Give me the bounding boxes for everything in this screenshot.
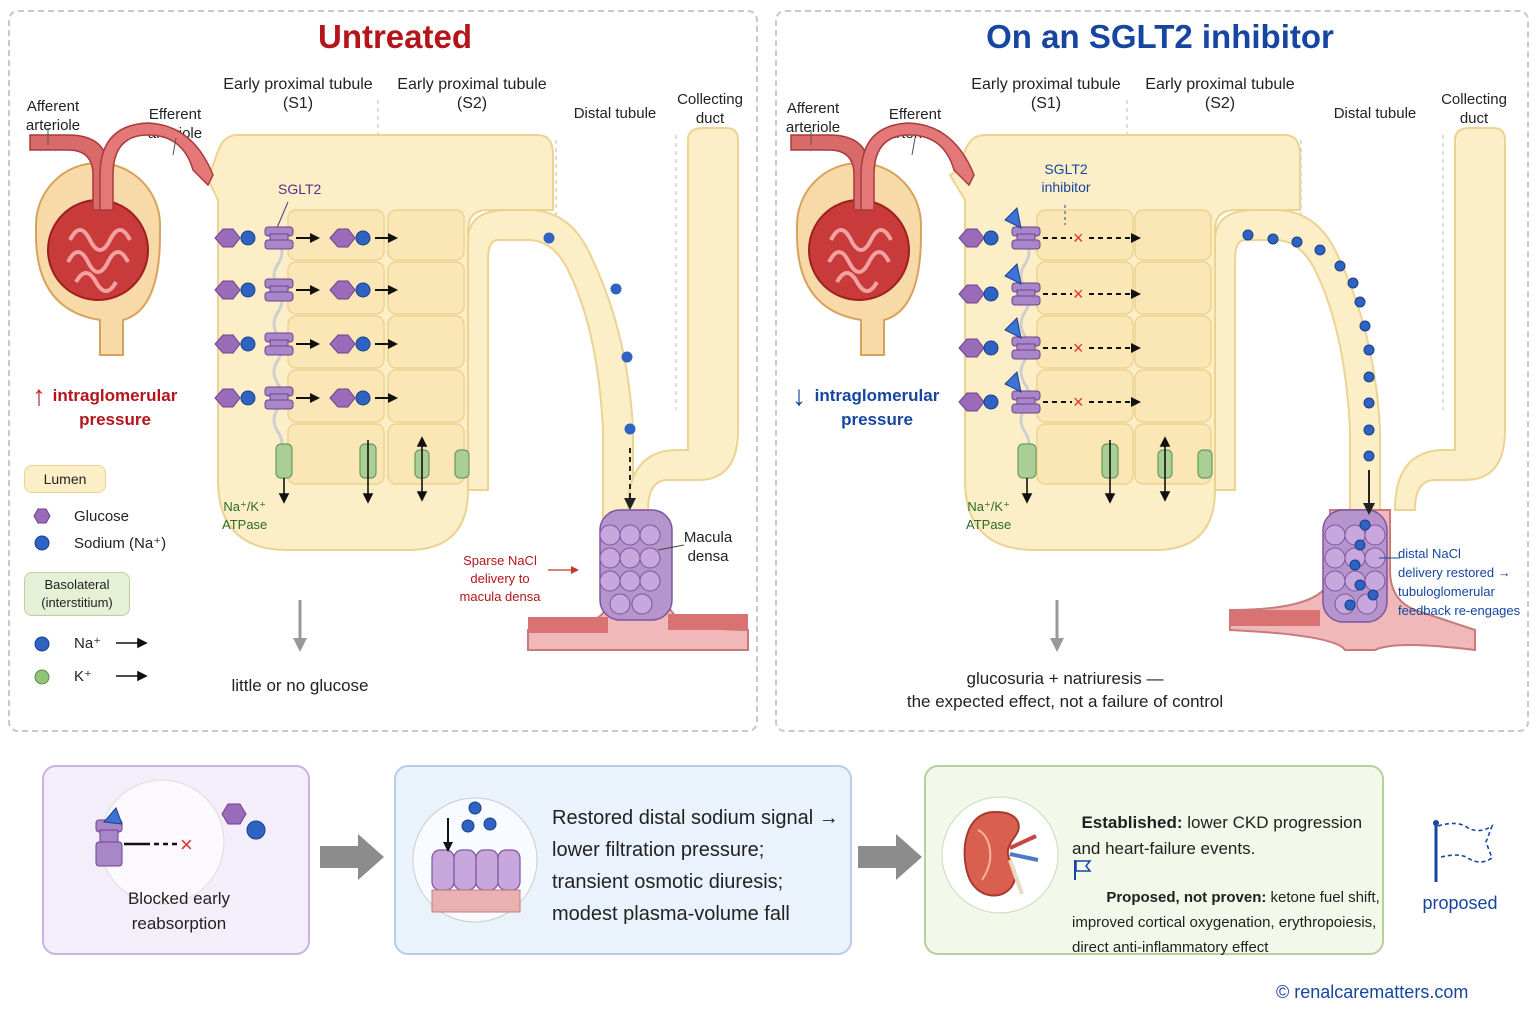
sglt2-label: SGLT2 [278,181,322,197]
legend-arrows [116,637,148,682]
step-blocked-illustration: × [95,779,266,905]
legend-basolateral: Basolateral (interstitium) [24,572,130,616]
treated-urine-caption: glucosuria + natriuresis — the expected … [906,669,1224,711]
distal-label: Distal tubule [1333,105,1417,122]
untreated-urine-caption: little or no glucose [231,676,369,695]
established-label: Established: [1081,813,1183,832]
right-arrow-icon [858,834,922,880]
kidney-icon [941,796,1059,914]
glucose-icon [33,508,51,524]
sodium-icon [34,535,50,551]
step-signal-illustration [412,797,538,923]
step-signal-text: Restored distal sodium signal → lower fi… [552,807,839,925]
svg-text:×: × [1073,338,1084,358]
untreated-transport-rows [214,226,398,410]
treated-title: On an SGLT2 inhibitor [986,18,1334,55]
inhibitor-label: SGLT2 inhibitor [1041,161,1091,195]
atpase-label: Na⁺/K⁺ ATPase [966,499,1012,532]
flag-icon [1074,860,1092,880]
up-arrow-icon: ↑ [32,380,46,411]
potassium-icon [34,669,50,685]
untreated-diagram [29,100,749,652]
treated-transport-rows: × × × × [958,206,1141,414]
atpase-label: Na⁺/K⁺ ATPase [222,499,268,532]
proposed-text: ketone fuel shift, improved cortical oxy… [1072,889,1380,956]
macula-label: Macula densa [683,529,733,565]
svg-text:×: × [180,832,193,857]
svg-text:×: × [1073,228,1084,248]
legend-sodium: Sodium (Na⁺) [74,535,167,552]
down-arrow-icon: ↓ [792,380,806,411]
right-arrow-icon [320,834,384,880]
pressure-up-text: intraglomerular pressure [52,386,178,429]
svg-text:×: × [1073,392,1084,412]
s1-label: Early proximal tubule (S1) [223,76,373,112]
collecting-label: Collecting duct [677,91,743,127]
s1-label: Early proximal tubule (S1) [971,76,1121,112]
afferent-label: Afferent arteriole [25,98,81,134]
collecting-label: Collecting duct [1441,91,1507,127]
s2-label: Early proximal tubule (S2) [397,76,547,112]
untreated-title: Untreated [317,18,473,55]
proposed-label: Proposed, not proven: [1106,889,1267,906]
outcome-established: Established: lower CKD progression and h… [1072,784,1362,862]
proposed-flag-label: proposed [1422,893,1498,913]
outcome-proposed: Proposed, not proven: ketone fuel shift,… [1072,860,1380,960]
legend-glucose: Glucose [74,508,130,525]
established-text: lower CKD progression and heart-failure … [1072,813,1363,858]
flag-icon [1433,820,1494,882]
transport-row [214,226,398,250]
legend-k: K⁺ [74,668,92,685]
credit: © renalcarematters.com [1276,982,1469,1002]
treated-atpase-pumps [1017,436,1213,504]
pressure-down-text: intraglomerular pressure [814,386,940,429]
sodium-icon [34,636,50,652]
afferent-label: Afferent arteriole [785,100,841,136]
s2-label: Early proximal tubule (S2) [1145,76,1295,112]
step-blocked-text: Blocked early reabsorption [127,889,231,933]
treated-diagram [790,100,1506,652]
distal-label: Distal tubule [573,105,657,122]
untreated-atpase-pumps [275,436,470,504]
legend-na: Na⁺ [74,635,102,652]
restored-label: distal NaCl delivery restored → tubulogl… [1398,546,1521,618]
svg-text:×: × [1073,284,1084,304]
legend-lumen: Lumen [24,465,106,493]
sparse-label: Sparse NaCl delivery to macula densa [459,553,541,604]
